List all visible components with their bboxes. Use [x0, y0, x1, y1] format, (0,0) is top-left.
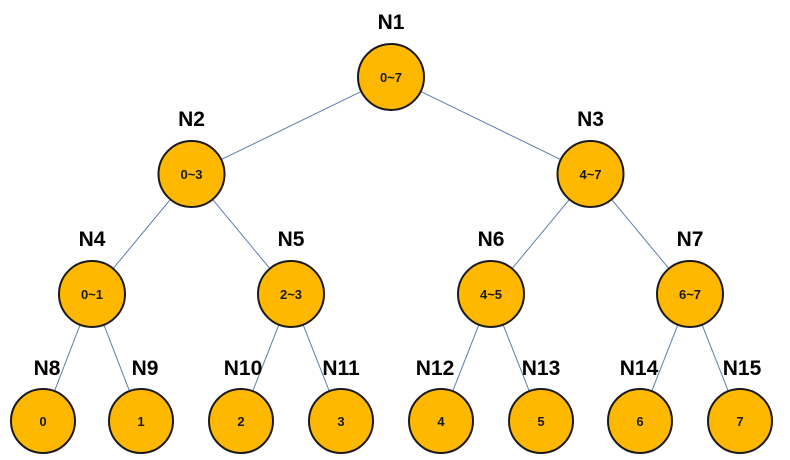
- node-circle: [357, 43, 425, 111]
- edge-n7-n14: [651, 324, 679, 392]
- edge-n6-n13: [502, 324, 530, 392]
- node-circle: [607, 388, 673, 454]
- tree-node-n15: 7 N15: [707, 357, 773, 454]
- edge-n5-n10: [252, 324, 280, 392]
- node-name-label: N7: [677, 228, 704, 251]
- tree-node-n14: 6 N14: [607, 357, 673, 454]
- tree-node-n5: 2~3 N5: [257, 228, 325, 328]
- node-name-label: N14: [620, 357, 659, 380]
- tree-node-n2: 0~3 N2: [157, 108, 226, 208]
- node-range-label: 3: [337, 414, 344, 429]
- tree-node-n1: 0~7 N1: [357, 11, 425, 111]
- tree-node-n12: 4 N12: [408, 357, 474, 454]
- node-range-label: 6~7: [679, 287, 701, 302]
- node-circle: [208, 388, 274, 454]
- node-circle: [257, 260, 325, 328]
- node-range-label: 5: [537, 414, 544, 429]
- node-name-label: N4: [79, 228, 106, 251]
- node-range-label: 2~3: [280, 287, 302, 302]
- node-range-label: 4~7: [579, 167, 601, 182]
- node-name-label: N12: [416, 357, 455, 380]
- node-name-label: N9: [132, 357, 159, 380]
- node-circle: [157, 140, 226, 208]
- edge-n1-n2: [220, 90, 362, 161]
- tree-node-n4: 0~1 N4: [58, 228, 126, 328]
- node-circle: [408, 388, 474, 454]
- tree-node-n13: 5 N13: [508, 357, 574, 454]
- node-name-label: N8: [34, 357, 61, 380]
- tree-node-n8: 0 N8: [10, 357, 76, 454]
- node-range-label: 2: [237, 414, 244, 429]
- node-range-label: 7: [736, 414, 743, 429]
- node-circle: [508, 388, 574, 454]
- edge-n7-n15: [701, 324, 729, 392]
- node-range-label: 0~3: [180, 167, 202, 182]
- node-name-label: N13: [522, 357, 561, 380]
- node-name-label: N11: [322, 357, 360, 380]
- node-circle: [10, 388, 76, 454]
- node-range-label: 0~7: [380, 70, 402, 85]
- node-range-label: 4: [437, 414, 445, 429]
- edge-n2-n4: [112, 199, 171, 269]
- edge-n2-n5: [212, 199, 271, 269]
- node-range-label: 6: [636, 414, 643, 429]
- node-name-label: N15: [723, 357, 762, 380]
- node-circle: [457, 260, 525, 328]
- node-name-label: N3: [577, 108, 604, 131]
- node-name-label: N1: [378, 11, 405, 34]
- node-name-label: N6: [478, 228, 505, 251]
- tree-node-n6: 4~5 N6: [457, 228, 525, 328]
- edge-n3-n7: [611, 199, 670, 269]
- edge-n3-n6: [511, 199, 570, 269]
- tree-node-n3: 4~7 N3: [556, 108, 625, 208]
- tree-node-n10: 2 N10: [208, 357, 274, 454]
- node-name-label: N5: [278, 228, 305, 251]
- node-name-label: N10: [224, 357, 263, 380]
- tree-node-n11: 3 N11: [308, 357, 374, 454]
- node-range-label: 0~1: [81, 287, 103, 302]
- tree-nodes: 0~7 N1 0~3 N2 4~7 N3 0~1 N4 2~3 N5 4~5 N6 6~7 N7 0 N8 1 N…: [10, 11, 773, 454]
- node-circle: [308, 388, 374, 454]
- node-circle: [108, 388, 174, 454]
- tree-node-n9: 1 N9: [108, 357, 174, 454]
- tree-node-n7: 6~7 N7: [656, 228, 724, 328]
- node-circle: [707, 388, 773, 454]
- node-name-label: N2: [178, 108, 205, 131]
- node-range-label: 4~5: [480, 287, 502, 302]
- edge-n5-n11: [302, 324, 330, 392]
- node-circle: [556, 140, 625, 208]
- node-range-label: 1: [137, 414, 144, 429]
- edge-n1-n3: [420, 90, 562, 161]
- node-circle: [656, 260, 724, 328]
- node-range-label: 0: [39, 414, 46, 429]
- node-circle: [58, 260, 126, 328]
- edge-n4-n8: [54, 324, 81, 392]
- edge-n6-n12: [452, 324, 480, 392]
- tree-edges: [54, 90, 729, 392]
- edge-n4-n9: [103, 324, 130, 392]
